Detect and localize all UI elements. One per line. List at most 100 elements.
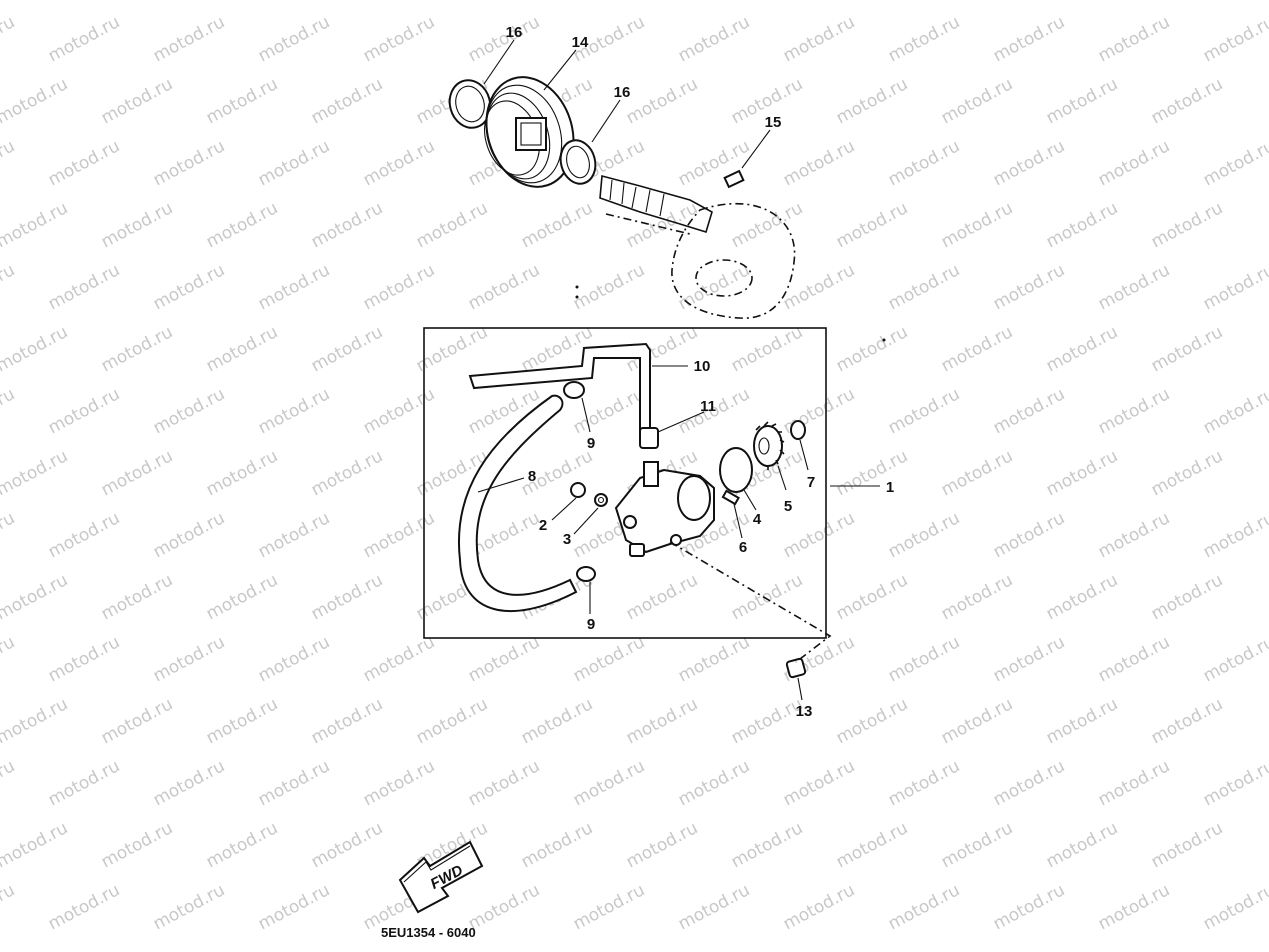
watermark-text: motod.ru	[1200, 880, 1269, 934]
watermark-text: motod.ru	[308, 694, 386, 748]
watermark-text: motod.ru	[623, 0, 701, 4]
callout-2: 2	[539, 517, 547, 534]
watermark-text: motod.ru	[150, 260, 228, 314]
watermark-text: motod.ru	[360, 12, 438, 66]
watermark-text: motod.ru	[1043, 446, 1121, 500]
watermark-text: motod.ru	[885, 632, 963, 686]
watermark-text: motod.ru	[150, 136, 228, 190]
watermark-text: motod.ru	[45, 136, 123, 190]
watermark-text: motod.ru	[728, 694, 806, 748]
watermark-text: motod.ru	[728, 818, 806, 872]
watermark-text: motod.ru	[938, 322, 1016, 376]
watermark-text: motod.ru	[990, 260, 1068, 314]
watermark-text: motod.ru	[0, 694, 71, 748]
watermark-text: motod.ru	[1043, 0, 1121, 4]
watermark-text: motod.ru	[570, 756, 648, 810]
watermark-text: motod.ru	[45, 384, 123, 438]
watermark-text: motod.ru	[360, 136, 438, 190]
watermark-text: motod.ru	[780, 136, 858, 190]
watermark-text: motod.ru	[98, 322, 176, 376]
pulley-gear	[484, 76, 575, 188]
watermark-text: motod.ru	[623, 818, 701, 872]
watermark-text: motod.ru	[780, 12, 858, 66]
watermark-text: motod.ru	[413, 694, 491, 748]
watermark-text: motod.ru	[623, 570, 701, 624]
watermark-text: motod.ru	[255, 136, 333, 190]
watermark-text: motod.ru	[0, 74, 71, 128]
watermark-text: motod.ru	[1043, 818, 1121, 872]
watermark-text: motod.ru	[728, 0, 806, 4]
watermark-text: motod.ru	[203, 446, 281, 500]
watermark-text: motod.ru	[990, 756, 1068, 810]
watermark-text: motod.ru	[938, 0, 1016, 4]
watermark-text: motod.ru	[780, 260, 858, 314]
washer	[594, 493, 608, 507]
watermark-text: motod.ru	[0, 136, 18, 190]
callout-16-right: 16	[614, 84, 631, 101]
watermark-text: motod.ru	[623, 74, 701, 128]
watermark-text: motod.ru	[0, 508, 18, 562]
callout-7: 7	[807, 474, 815, 491]
watermark-text: motod.ru	[203, 74, 281, 128]
watermark-text: motod.ru	[1148, 322, 1226, 376]
watermark-text: motod.ru	[885, 384, 963, 438]
watermark-text: motod.ru	[675, 880, 753, 934]
watermark-text: motod.ru	[1095, 508, 1173, 562]
watermark-text: motod.ru	[45, 260, 123, 314]
callout-3: 3	[563, 531, 571, 548]
watermark-text: motod.ru	[1200, 756, 1269, 810]
watermark-text: motod.ru	[938, 74, 1016, 128]
watermark-text: motod.ru	[1148, 446, 1226, 500]
watermark-text: motod.ru	[1148, 198, 1226, 252]
watermark-text: motod.ru	[1200, 260, 1269, 314]
circlip-right	[559, 139, 597, 185]
stray-dot	[575, 285, 579, 289]
watermark-text: motod.ru	[203, 0, 281, 4]
watermark-text: motod.ru	[938, 818, 1016, 872]
watermark-text: motod.ru	[255, 12, 333, 66]
watermark-text: motod.ru	[360, 756, 438, 810]
impeller	[753, 421, 785, 470]
watermark-text: motod.ru	[938, 446, 1016, 500]
watermark-text: motod.ru	[780, 508, 858, 562]
watermark-text: motod.ru	[990, 384, 1068, 438]
watermark-text: motod.ru	[570, 880, 648, 934]
watermark-text: motod.ru	[360, 632, 438, 686]
watermark-text: motod.ru	[0, 756, 18, 810]
watermark-text: motod.ru	[990, 508, 1068, 562]
watermark-text: motod.ru	[255, 632, 333, 686]
watermark-text: motod.ru	[780, 632, 858, 686]
watermark-text: motod.ru	[1095, 12, 1173, 66]
watermark-text: motod.ru	[1043, 570, 1121, 624]
watermark-text: motod.ru	[990, 136, 1068, 190]
pin	[723, 169, 745, 189]
watermark-text: motod.ru	[1148, 0, 1226, 4]
watermark-text: motod.ru	[623, 694, 701, 748]
watermark-text: motod.ru	[308, 74, 386, 128]
watermark-text: motod.ru	[1043, 694, 1121, 748]
drawing-code: 5EU1354 - 6040	[381, 925, 476, 940]
callout-14: 14	[572, 34, 589, 51]
watermark-text: motod.ru	[1200, 384, 1269, 438]
watermark-text: motod.ru	[938, 570, 1016, 624]
watermark-text: motod.ru	[833, 198, 911, 252]
watermark-text: motod.ru	[150, 880, 228, 934]
watermark-text: motod.ru	[1200, 12, 1269, 66]
watermark-text: motod.ru	[1095, 880, 1173, 934]
callout-10: 10	[694, 358, 711, 375]
watermark-text: motod.ru	[1095, 632, 1173, 686]
watermark-text: motod.ru	[1095, 756, 1173, 810]
watermark-text: motod.ru	[780, 880, 858, 934]
callout-9-upper: 9	[587, 435, 595, 452]
watermark-text: motod.ru	[728, 570, 806, 624]
watermark-text: motod.ru	[98, 74, 176, 128]
watermark-text: motod.ru	[675, 136, 753, 190]
hose-clip-lower	[576, 566, 596, 582]
callout-16-left: 16	[506, 24, 523, 41]
watermark-text: motod.ru	[990, 632, 1068, 686]
watermark-text: motod.ru	[0, 0, 71, 4]
bolt-small	[570, 482, 586, 498]
watermark-text: motod.ru	[0, 198, 71, 252]
watermark-text: motod.ru	[255, 508, 333, 562]
callout-13: 13	[796, 703, 813, 720]
